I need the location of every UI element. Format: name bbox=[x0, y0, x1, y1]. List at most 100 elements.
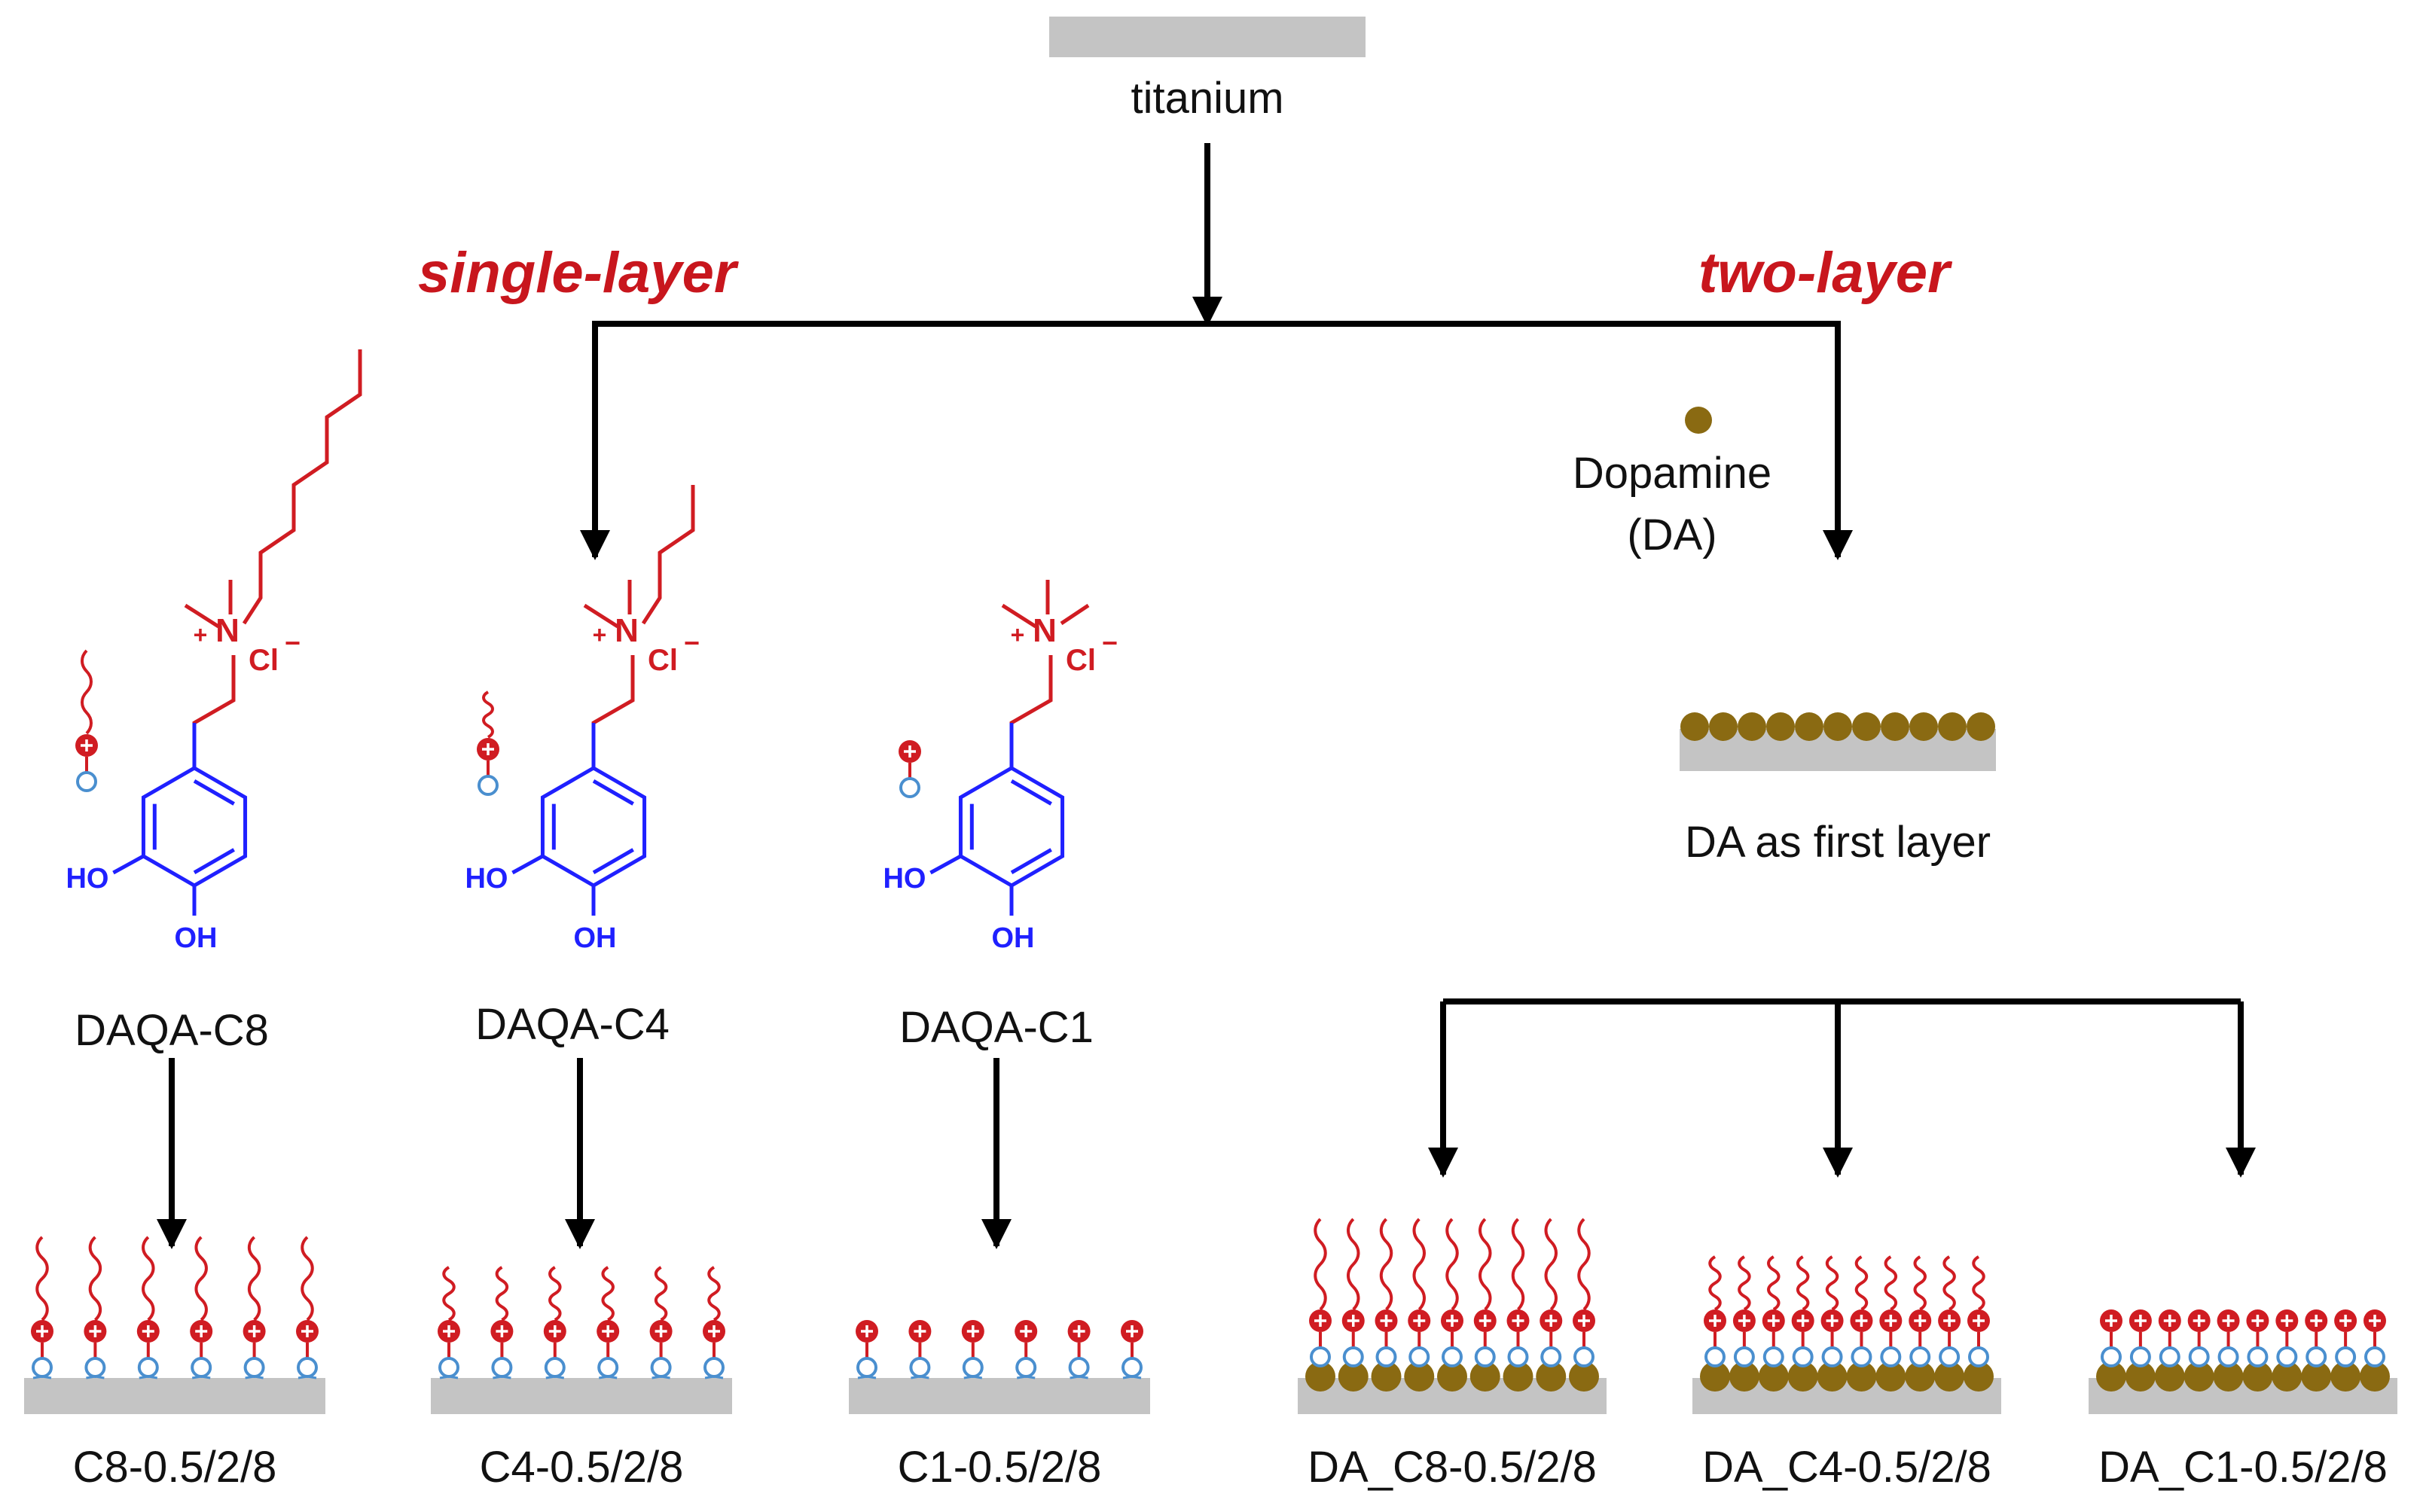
anchor-leg bbox=[1016, 1375, 1027, 1379]
catechol-anchor-icon bbox=[1121, 1357, 1143, 1378]
dopamine-particle-icon bbox=[1766, 712, 1795, 741]
tail-chain bbox=[1314, 1218, 1327, 1311]
anchor-leg bbox=[493, 1375, 502, 1379]
methyl-bond bbox=[583, 603, 619, 629]
branch-bar bbox=[592, 321, 1841, 331]
dopamine-particle-icon bbox=[1371, 1361, 1402, 1392]
catechol-anchor-icon bbox=[2335, 1346, 2357, 1367]
tail-chain bbox=[1412, 1218, 1426, 1311]
catechol-anchor-icon bbox=[1733, 1346, 1755, 1367]
tail-chain bbox=[35, 1236, 49, 1321]
catechol-anchor-icon bbox=[243, 1357, 265, 1378]
catechol-anchor-icon bbox=[1851, 1346, 1872, 1367]
tail-chain bbox=[1379, 1218, 1393, 1311]
sample-label-da-c8: DA_C8-0.5/2/8 bbox=[1308, 1443, 1597, 1492]
sample-label-da-c1: DA_C1-0.5/2/8 bbox=[2098, 1443, 2388, 1492]
anchor-leg bbox=[95, 1375, 105, 1379]
dopamine-particle-icon bbox=[1404, 1361, 1435, 1392]
tail-chain bbox=[1884, 1255, 1898, 1311]
tail-chain bbox=[1825, 1255, 1839, 1311]
surface-da-c4 bbox=[1692, 1255, 2001, 1414]
sample-label-c1: C1-0.5/2/8 bbox=[898, 1443, 1102, 1492]
single-layer-heading: single-layer bbox=[418, 241, 740, 305]
dopamine-particle-icon bbox=[2125, 1361, 2156, 1392]
dopamine-particle-icon bbox=[1846, 1361, 1877, 1392]
dopamine-particle-icon bbox=[2360, 1361, 2390, 1392]
double-bond bbox=[193, 848, 235, 875]
dopamine-particle-icon bbox=[2183, 1361, 2214, 1392]
c8-schematic-icon bbox=[75, 649, 98, 792]
dopamine-particle-icon bbox=[1817, 1361, 1848, 1392]
ethyl-linker bbox=[591, 655, 635, 768]
catechol-anchor-icon bbox=[1880, 1346, 1902, 1367]
double-bond bbox=[1010, 779, 1052, 806]
anchor-leg bbox=[972, 1375, 983, 1379]
catechol-anchor-icon bbox=[191, 1357, 212, 1378]
catechol-anchor-icon bbox=[2247, 1346, 2269, 1367]
dopamine-label: Dopamine bbox=[1573, 449, 1771, 498]
anchor-leg bbox=[911, 1375, 920, 1379]
catechol-anchor-icon bbox=[2306, 1346, 2327, 1367]
catechol-anchor-icon bbox=[76, 771, 97, 792]
da-layer-dots bbox=[1680, 712, 1995, 741]
molecule-name-c8: DAQA-C8 bbox=[75, 1006, 269, 1055]
anchor-leg bbox=[448, 1375, 459, 1379]
catechol-anchor-icon bbox=[1909, 1346, 1931, 1367]
dopamine-particle-icon bbox=[1795, 712, 1823, 741]
surface-da-c1 bbox=[2089, 1309, 2397, 1414]
anchor-leg bbox=[661, 1375, 670, 1379]
hydroxyl-label-ho: HO bbox=[66, 863, 108, 895]
benzene-ring bbox=[540, 766, 647, 888]
catechol-anchor-icon bbox=[2159, 1346, 2180, 1367]
anchor-leg bbox=[652, 1375, 661, 1379]
flow-lines bbox=[157, 143, 2256, 1249]
dopamine-particle-icon bbox=[2272, 1361, 2302, 1392]
anchor-leg bbox=[86, 1375, 96, 1379]
dopamine-particle-icon bbox=[1569, 1361, 1599, 1392]
anchor-leg bbox=[554, 1375, 565, 1379]
charge-plus-label: + bbox=[194, 621, 208, 648]
tail-chain bbox=[495, 1266, 509, 1321]
anchor-leg bbox=[298, 1375, 308, 1379]
charge-plus-label: + bbox=[593, 621, 607, 648]
titanium-bar bbox=[1049, 17, 1366, 57]
dopamine-particle-icon bbox=[1909, 712, 1938, 741]
catechol-anchor-icon bbox=[1792, 1346, 1814, 1367]
tail-chain bbox=[81, 649, 93, 735]
tail-chain bbox=[194, 1236, 208, 1321]
tail-chain bbox=[1445, 1218, 1459, 1311]
anchor-leg bbox=[963, 1375, 974, 1379]
anchor-leg bbox=[857, 1375, 868, 1379]
surface-c8 bbox=[24, 1236, 325, 1414]
tail-chain bbox=[601, 1266, 615, 1321]
catechol-anchor-icon bbox=[1408, 1346, 1430, 1367]
anchor-leg bbox=[1079, 1375, 1088, 1379]
tail-chain bbox=[301, 1236, 314, 1321]
dopamine-particle-icon bbox=[2154, 1361, 2185, 1392]
dopamine-particle-icon bbox=[1338, 1361, 1369, 1392]
tail-chain bbox=[654, 1266, 668, 1321]
catechol-anchor-icon bbox=[2101, 1346, 2122, 1367]
dopamine-abbrev: (DA) bbox=[1627, 511, 1717, 559]
hydroxyl-bond bbox=[511, 854, 544, 875]
tail-chain bbox=[1544, 1218, 1558, 1311]
anchor-leg bbox=[41, 1375, 52, 1379]
chloride-label: Cl bbox=[249, 644, 279, 677]
anchor-leg bbox=[200, 1375, 211, 1379]
tail-chain bbox=[1942, 1255, 1956, 1311]
anchor-leg bbox=[254, 1375, 264, 1379]
tail-chain bbox=[1972, 1255, 1985, 1311]
tail-chain bbox=[1854, 1255, 1869, 1311]
substrate-bar bbox=[849, 1378, 1150, 1414]
tail-chain bbox=[1347, 1218, 1360, 1311]
c4-schematic-icon bbox=[477, 690, 499, 796]
tail-chain bbox=[1913, 1255, 1927, 1311]
catechol-anchor-icon bbox=[650, 1357, 672, 1378]
molecule-name-c1: DAQA-C1 bbox=[899, 1003, 1094, 1052]
dopamine-particle-icon bbox=[1758, 1361, 1789, 1392]
anchor-leg bbox=[502, 1375, 511, 1379]
catechol-anchor-icon bbox=[856, 1357, 877, 1378]
anchor-leg bbox=[598, 1375, 609, 1379]
